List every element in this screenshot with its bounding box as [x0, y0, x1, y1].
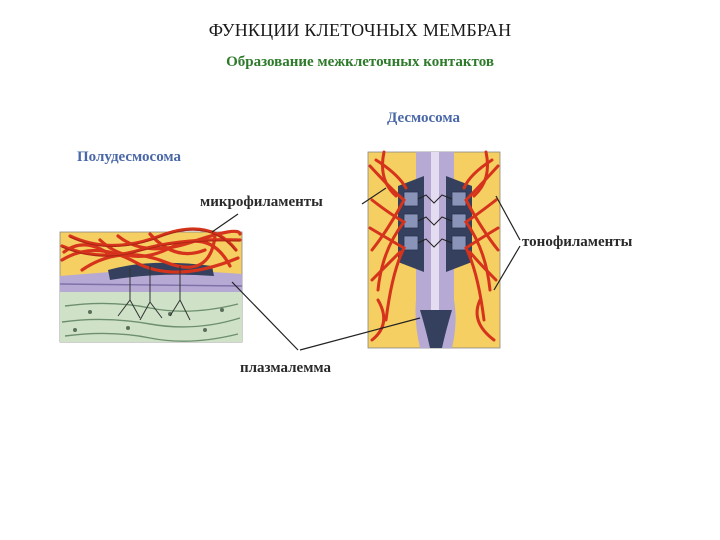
desmosome-label: Десмосома [387, 110, 460, 127]
tonofilaments-label: тонофиламенты [522, 234, 632, 251]
hemidesmosome-label: Полудесмосома [77, 149, 181, 166]
microfilaments-label: микрофиламенты [200, 194, 323, 211]
desmosome-illustration [368, 152, 500, 348]
hemidesmosome-illustration [60, 229, 242, 342]
plasmalemma-label: плазмалемма [240, 360, 331, 377]
